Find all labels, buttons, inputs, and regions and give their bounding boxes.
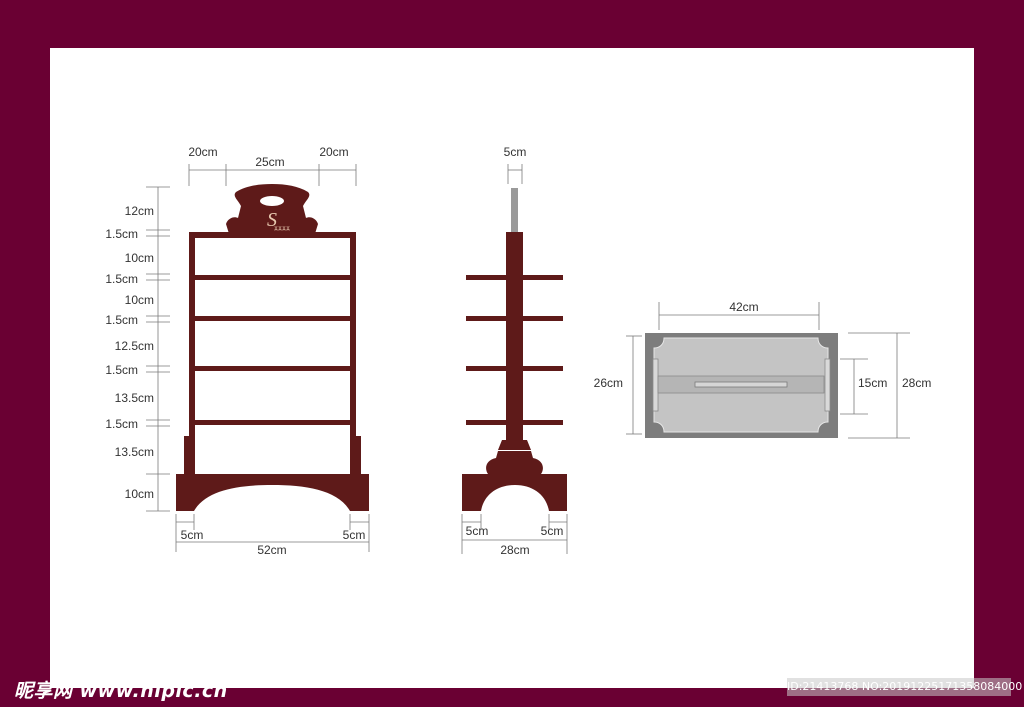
top-view: 42cm 26cm 15cm 28cm (594, 300, 931, 439)
side-shelf-4 (466, 420, 563, 425)
dim-side-foot-left: 5cm (466, 524, 489, 538)
front-right-leg (351, 436, 361, 476)
front-shelf-4 (189, 420, 356, 425)
side-shelf-1 (466, 275, 563, 280)
top-handle-slot (694, 381, 788, 388)
dim-side-total-width: 28cm (500, 543, 529, 557)
dim-height-7: 12.5cm (115, 339, 154, 353)
dim-top-outer-depth: 28cm (902, 376, 931, 390)
dim-height-5: 10cm (125, 293, 154, 307)
dim-side-foot-right: 5cm (541, 524, 564, 538)
side-shelf-2 (466, 316, 563, 321)
dim-front-top-left: 20cm (188, 145, 217, 159)
dim-front-foot-right: 5cm (343, 528, 366, 542)
dim-front-total-width: 52cm (257, 543, 286, 557)
top-left-bracket (652, 358, 659, 412)
dim-height-8: 1.5cm (105, 363, 138, 377)
front-left-leg (184, 436, 194, 476)
side-sign-rod (511, 188, 518, 233)
front-shelf-3 (189, 366, 356, 371)
dim-height-6: 1.5cm (105, 313, 138, 327)
dim-height-2: 1.5cm (105, 227, 138, 241)
side-center-post (506, 232, 523, 442)
site-watermark: 昵享网 www.nipic.cn (14, 680, 228, 702)
front-view: 20cm 25cm 20cm 12cm 1.5cm (105, 145, 370, 557)
dim-height-10: 1.5cm (105, 417, 138, 431)
dim-side-post-width: 5cm (504, 145, 527, 159)
dim-height-1: 12cm (125, 204, 154, 218)
front-shelf-1 (189, 275, 356, 280)
front-arched-base (176, 474, 369, 511)
top-right-bracket (824, 358, 831, 412)
sign-logo-caption: 某某某某 (274, 225, 290, 231)
dim-height-3: 10cm (125, 251, 154, 265)
sign-logo-mark: S (267, 209, 277, 231)
dim-front-top-middle: 25cm (255, 155, 284, 169)
dim-top-inner-depth: 26cm (594, 376, 623, 390)
dim-height-12: 10cm (125, 487, 154, 501)
dim-top-length: 42cm (729, 300, 758, 314)
drawing-sheet: 20cm 25cm 20cm 12cm 1.5cm (50, 48, 974, 688)
technical-drawing: 20cm 25cm 20cm 12cm 1.5cm (105, 145, 931, 557)
side-post-collar (498, 440, 531, 450)
dim-top-handle: 15cm (858, 376, 887, 390)
sign-hole (260, 196, 284, 206)
side-view: 5cm 5cm 5cm 28cm (461, 145, 568, 557)
front-right-post (350, 232, 356, 475)
side-shelf-3 (466, 366, 563, 371)
image-id-watermark: ID:21413768 NO:20191225171358084000 (787, 678, 1022, 696)
front-top-bar (189, 232, 356, 238)
front-top-sign (226, 184, 318, 237)
front-height-ticks (146, 186, 170, 512)
dim-height-9: 13.5cm (115, 391, 154, 405)
dim-height-11: 13.5cm (115, 445, 154, 459)
dim-front-foot-left: 5cm (181, 528, 204, 542)
side-post-knob (486, 451, 543, 474)
front-left-post (189, 232, 195, 475)
dim-height-4: 1.5cm (105, 272, 138, 286)
front-shelf-2 (189, 316, 356, 321)
dim-front-top-right: 20cm (319, 145, 348, 159)
side-arched-base (462, 474, 567, 511)
